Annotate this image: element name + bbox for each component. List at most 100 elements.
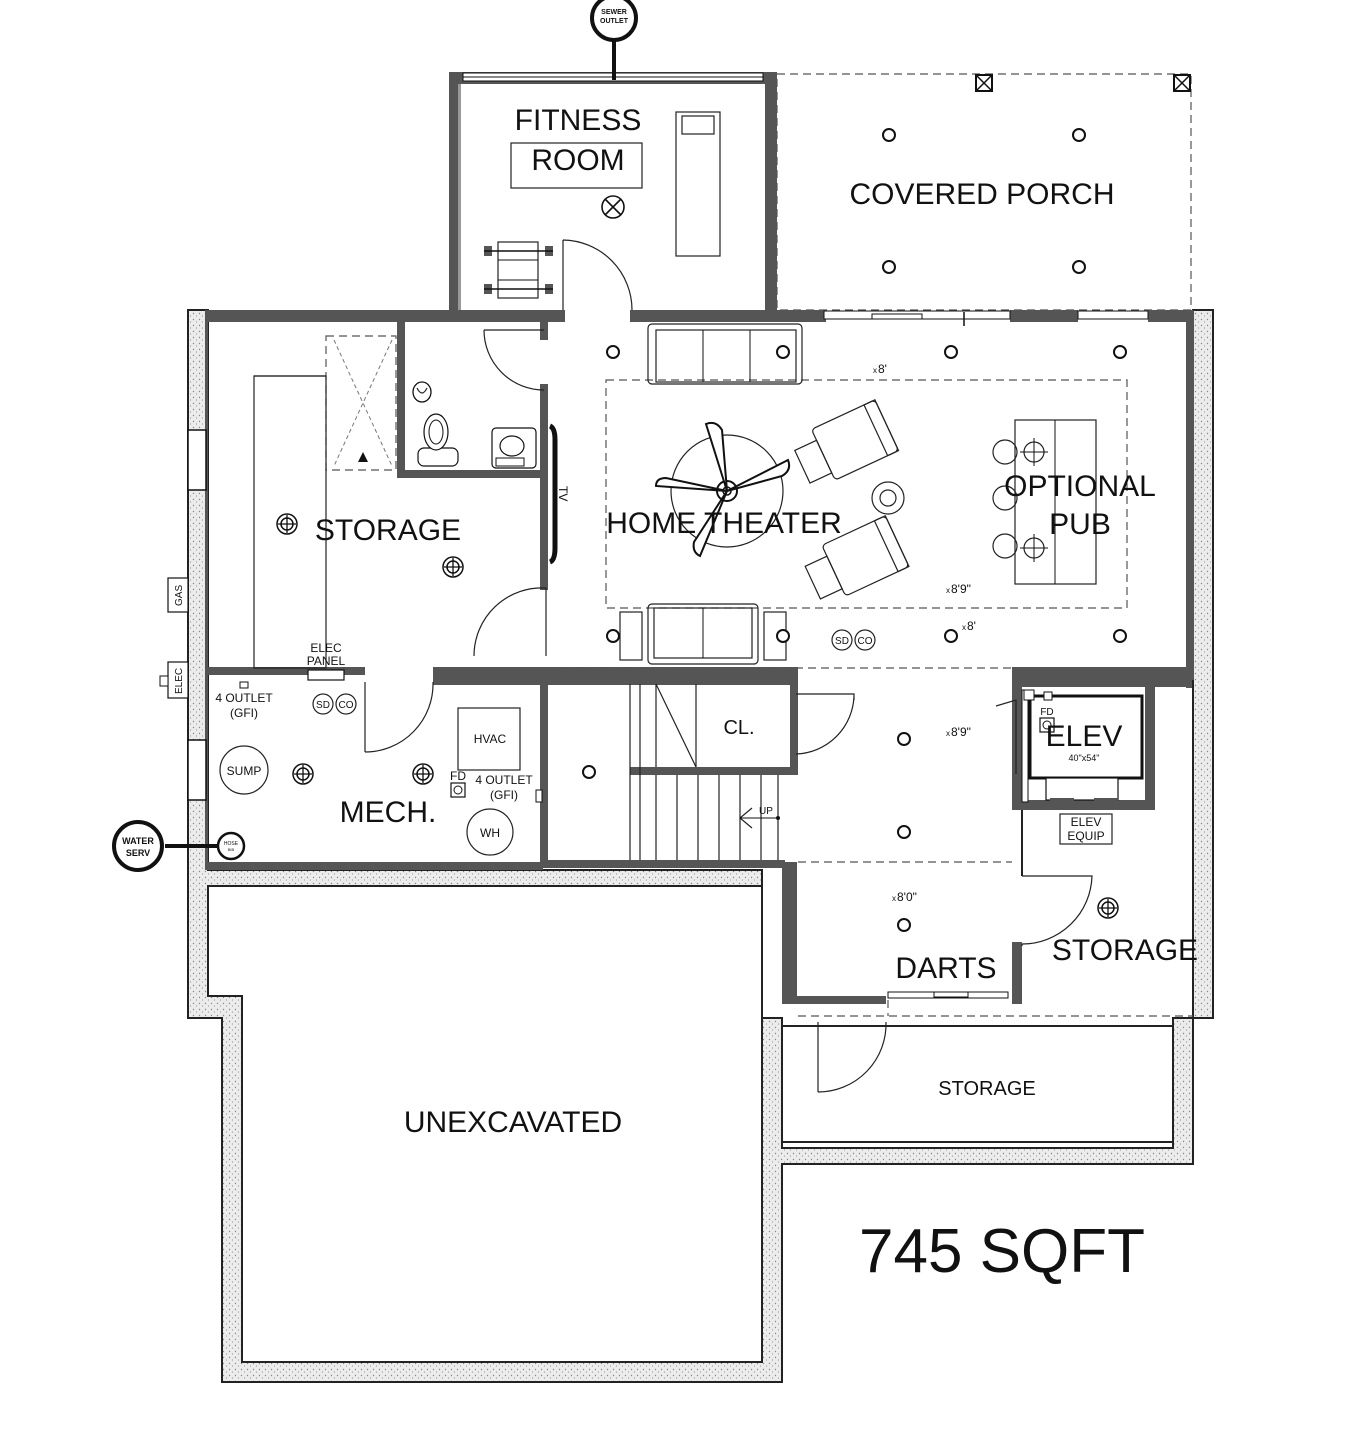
theater-furniture xyxy=(548,323,1097,665)
water-serv-label-1: WATER xyxy=(122,836,154,846)
tv-screen xyxy=(548,423,558,565)
covered-porch-label: COVERED PORCH xyxy=(849,178,1114,211)
sd-label-mech: SD xyxy=(316,700,330,711)
gas-label: GAS xyxy=(174,585,185,606)
doors xyxy=(364,239,1093,1093)
theater-tray-ceiling xyxy=(605,379,1128,609)
water-heater xyxy=(466,808,514,856)
water-serv-label-2: SERV xyxy=(126,848,150,858)
fd-label: FD xyxy=(450,769,466,783)
elev-equip-label-2: EQUIP xyxy=(1067,829,1104,843)
darts-label: DARTS xyxy=(895,952,996,985)
ceiling-height-e: 8'0" xyxy=(897,890,917,904)
hvac-label: HVAC xyxy=(474,732,507,746)
elec-panel-box xyxy=(307,669,345,681)
fd-elev-label: FD xyxy=(1040,707,1053,718)
elec-label: ELEC xyxy=(174,668,185,694)
recliner-1 xyxy=(793,399,900,484)
closet-label: CL. xyxy=(723,717,754,739)
stairs xyxy=(629,683,780,860)
pub-table xyxy=(992,419,1097,585)
sewer-label-1: SEWER xyxy=(601,9,627,16)
outlet-right-label-2: (GFI) xyxy=(490,788,518,802)
outlet-left-label-1: 4 OUTLET xyxy=(215,691,273,705)
elev-label: ELEV xyxy=(1046,720,1123,753)
side-table xyxy=(871,481,905,515)
elev-equip-box xyxy=(1059,813,1113,845)
ceiling-height-a: 8' xyxy=(878,362,887,376)
water-service-icon xyxy=(112,820,164,872)
recliner-2 xyxy=(804,514,910,600)
door-storage-right xyxy=(1021,875,1093,946)
door-storage-bottom xyxy=(817,1021,887,1093)
ceiling-height-c: 8' xyxy=(967,619,976,633)
door-storage xyxy=(473,587,547,657)
co-label-theater: CO xyxy=(858,636,873,647)
door-bath xyxy=(483,329,545,391)
door-elevator xyxy=(995,699,1017,774)
bottom-storage-area xyxy=(781,1025,1174,1143)
elev-equip-label-1: ELEV xyxy=(1071,815,1102,829)
mech-equipment xyxy=(165,669,543,861)
elevator-equipment xyxy=(1023,689,1119,845)
home-theater-label: HOME THEATER xyxy=(606,507,842,540)
shower xyxy=(253,335,397,669)
ceiling-fan-icon xyxy=(654,421,791,558)
sofa-bottom xyxy=(619,603,787,665)
optional-pub-label-1: OPTIONAL xyxy=(1004,470,1156,503)
weight-rack xyxy=(484,241,553,299)
fixture-labels: SEWER OUTLET WATER SERV HOSE BIB GAS ELE… xyxy=(122,9,1105,858)
door-fitness xyxy=(562,239,633,311)
foundation-walls xyxy=(187,309,1214,1383)
hose-bib-label-1: HOSE xyxy=(224,841,239,847)
storage-left-label: STORAGE xyxy=(315,514,461,547)
fan-icon xyxy=(601,195,625,219)
area-label: 745 SQFT xyxy=(859,1217,1145,1286)
treadmill xyxy=(675,111,721,257)
sd-label-theater: SD xyxy=(835,636,849,647)
elec-panel-label-2: PANEL xyxy=(307,654,346,668)
ceiling-height-d: 8'9" xyxy=(951,725,971,739)
tv-label: TV xyxy=(556,486,570,501)
detectors xyxy=(312,629,876,715)
sump-pit xyxy=(219,745,269,795)
fitness-room-label-1: FITNESS xyxy=(515,104,642,137)
floor-drain-icon xyxy=(450,782,466,798)
storage-bottom-label: STORAGE xyxy=(938,1078,1035,1100)
sewer-outlet-icon xyxy=(590,0,638,42)
svg-text:x: x xyxy=(946,586,950,595)
svg-text:x: x xyxy=(892,894,896,903)
optional-pub-label-2: PUB xyxy=(1049,508,1111,541)
svg-text:x: x xyxy=(946,729,950,738)
elev-size-label: 40"x54" xyxy=(1069,753,1100,763)
outlet-left-label-2: (GFI) xyxy=(230,706,258,720)
door-mech xyxy=(364,681,434,753)
svg-text:x: x xyxy=(962,623,966,632)
sump-label: SUMP xyxy=(227,764,262,778)
mech-label: MECH. xyxy=(340,796,437,829)
fitness-room-label-2: ROOM xyxy=(531,144,624,177)
co-label-mech: CO xyxy=(339,700,354,711)
wh-label: WH xyxy=(480,826,500,840)
hvac-unit xyxy=(457,707,521,771)
unexcavated-area xyxy=(207,885,763,1363)
unexcavated-label: UNEXCAVATED xyxy=(404,1106,622,1139)
svg-text:x: x xyxy=(873,366,877,375)
utility-markers xyxy=(112,0,638,872)
storage-right-label: STORAGE xyxy=(1052,934,1198,967)
outlet-right-label-1: 4 OUTLET xyxy=(475,773,533,787)
hose-bib-label-2: BIB xyxy=(228,847,235,852)
ceiling-height-labels: 8' 8'9" 8' 8'9" 8'0" x x x x x xyxy=(873,362,976,904)
fitness-equipment xyxy=(484,111,721,299)
elec-panel-label-1: ELEC xyxy=(310,641,342,655)
door-closet xyxy=(795,693,855,755)
up-label: UP xyxy=(759,806,773,817)
gas-meter xyxy=(167,577,189,613)
sofa-top xyxy=(647,323,803,385)
bath-fixtures xyxy=(412,381,537,469)
room-labels: FITNESS ROOM COVERED PORCH STORAGE HOME … xyxy=(315,104,1198,1139)
sewer-label-2: OUTLET xyxy=(600,18,629,25)
ceiling-outlines xyxy=(548,379,1193,1017)
